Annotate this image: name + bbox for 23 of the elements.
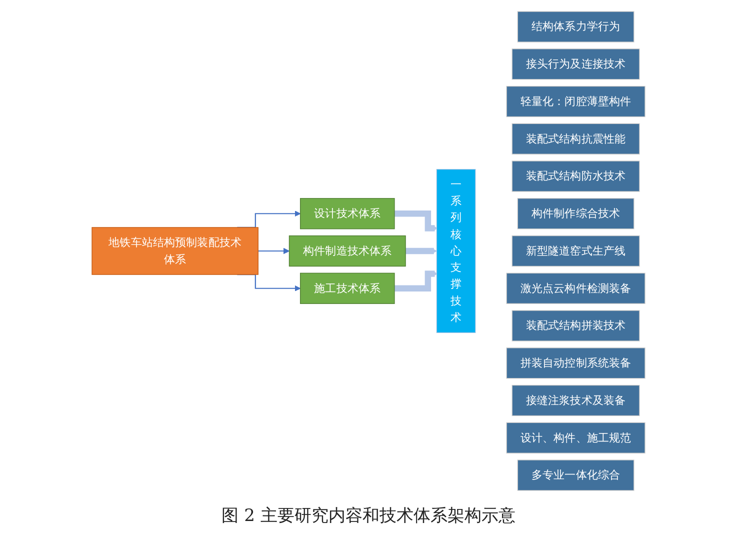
node-box: 施工技术体系 (300, 272, 395, 304)
node-box: 地铁车站结构预制装配技术体系 (92, 227, 258, 275)
node-box: 一系列核心支撑技术 (436, 169, 476, 334)
node-box: 拼装自动控制系统装备 (506, 348, 646, 379)
node-box: 装配式结构拼装技术 (512, 310, 640, 342)
node-box: 接缝注浆技术及装备 (512, 384, 640, 416)
arrow (394, 270, 438, 292)
node-box: 轻量化：闭腔薄壁构件 (506, 86, 646, 118)
arrow (406, 248, 437, 254)
node-box: 设计技术体系 (300, 198, 395, 230)
node-box: 构件制作综合技术 (517, 198, 634, 230)
node-box: 结构体系力学行为 (517, 11, 634, 42)
node-box: 新型隧道窑式生产线 (512, 235, 640, 267)
node-box: 多专业一体化综合 (517, 460, 634, 491)
node-box: 设计、构件、施工规范 (506, 422, 646, 454)
node-box: 装配式结构抗震性能 (512, 123, 640, 154)
arrow (394, 210, 438, 232)
node-box: 接头行为及连接技术 (512, 48, 640, 80)
node-box: 激光点云构件检测装备 (506, 272, 646, 304)
figure-caption: 图 2 主要研究内容和技术体系架构示意 (222, 506, 516, 526)
node-box: 装配式结构防水技术 (512, 160, 640, 192)
arrow (258, 248, 290, 254)
node-box: 构件制造技术体系 (288, 235, 406, 267)
